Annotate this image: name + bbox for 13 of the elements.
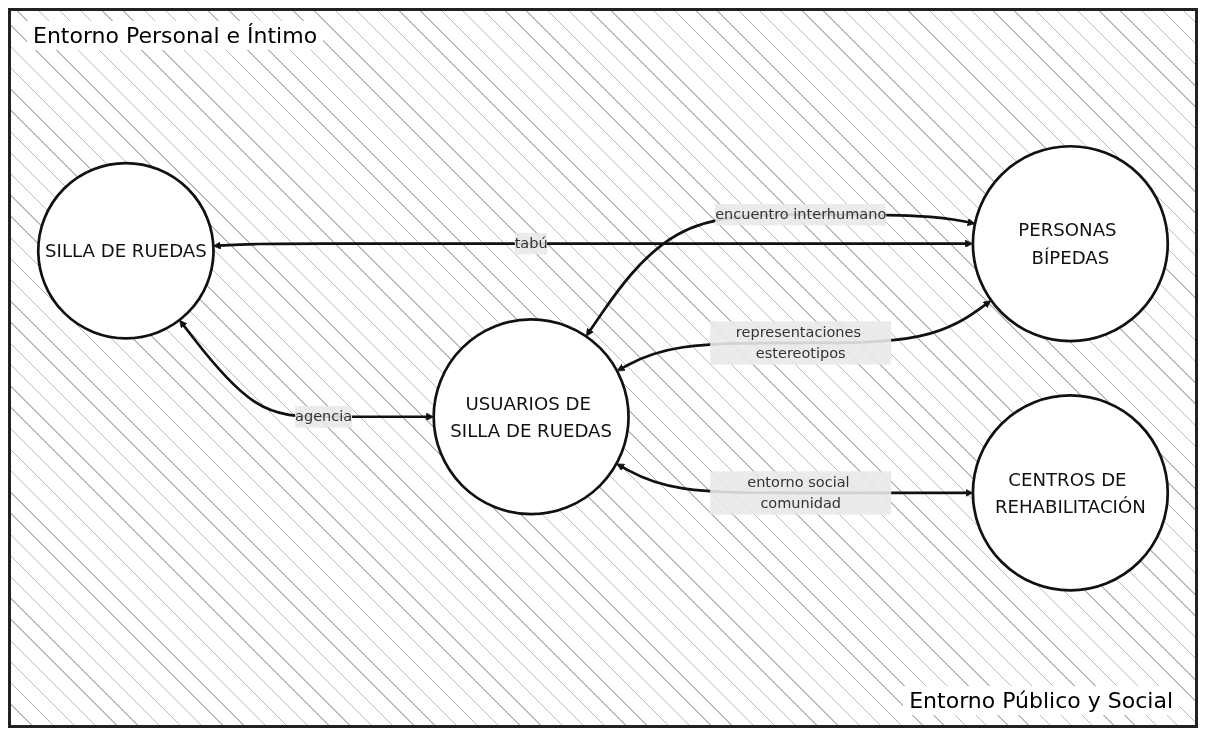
edge-label: entorno social comunidad <box>747 472 850 512</box>
node-circle: PERSONAS BÍPEDAS <box>971 144 1170 343</box>
node-circle: USUARIOS DE SILLA DE RUEDAS <box>432 317 630 516</box>
edge-label: representaciones estereotipos <box>735 322 861 362</box>
edge-label: agencia <box>295 407 353 425</box>
arrow <box>616 300 992 371</box>
edge-label: tabú <box>514 234 548 252</box>
node-circle: SILLA DE RUEDAS <box>36 161 215 340</box>
arrow <box>213 239 973 250</box>
region-label: Entorno Público y Social <box>903 686 1179 715</box>
edge-label: encuentro interhumano <box>715 205 887 223</box>
node-circle: CENTROS DE REHABILITACIÓN <box>971 393 1170 592</box>
region-label: Entorno Personal e Íntimo <box>27 21 324 50</box>
